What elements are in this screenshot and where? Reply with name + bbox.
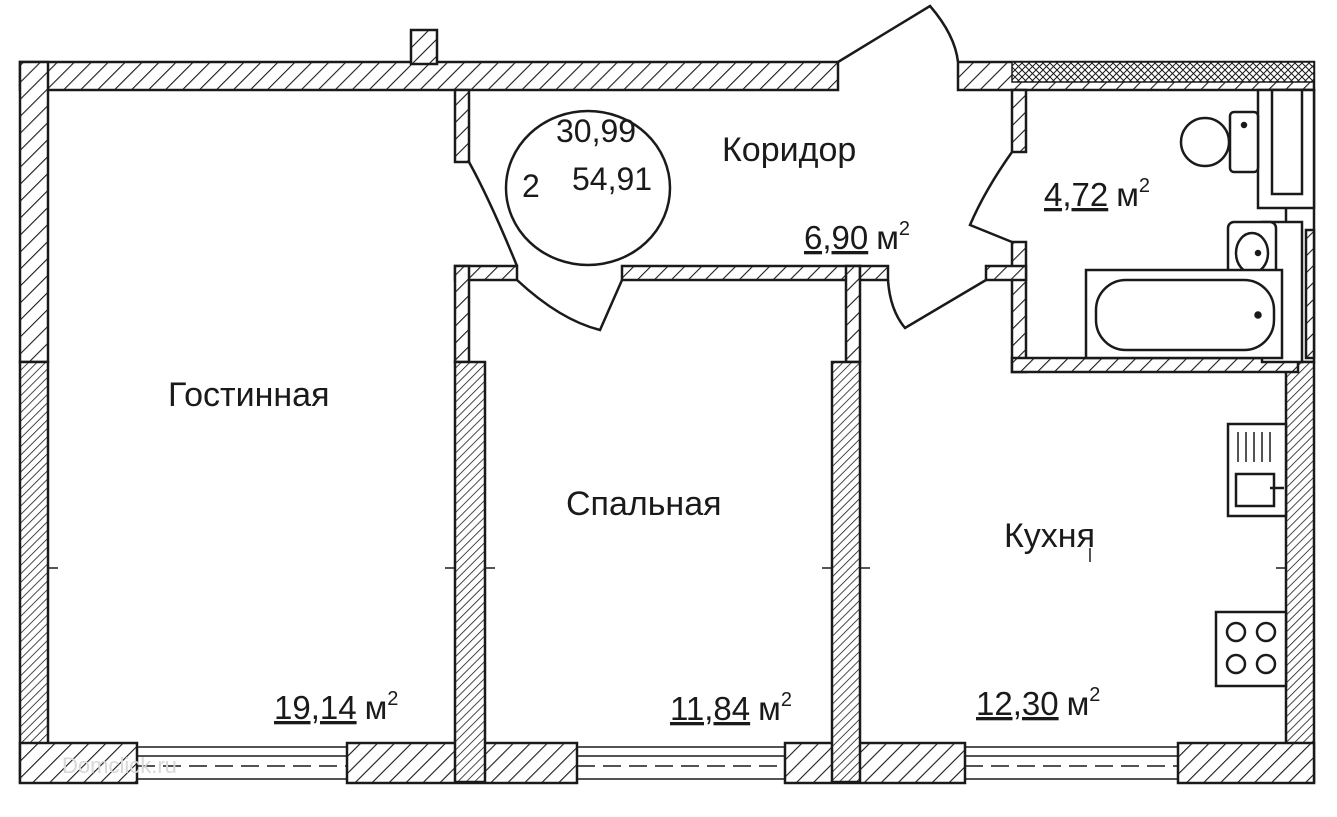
toilet-icon <box>1179 110 1260 174</box>
badge-total-area: 54,91 <box>572 161 652 197</box>
room-name-corridor: Коридор <box>722 131 856 169</box>
apartment-summary-badge: 30,99 2 54,91 <box>504 109 672 267</box>
room-name-bedroom: Спальная <box>566 485 722 523</box>
watermark: Domclick.ru <box>62 753 177 778</box>
room-name-living: Гостинная <box>168 376 329 414</box>
bathroom-top-strip <box>1011 61 1315 83</box>
windows <box>136 746 1179 780</box>
bathtub-icon <box>1084 268 1284 360</box>
washbasin-icon <box>1226 220 1278 286</box>
room-name-kitchen: Кухня <box>1004 517 1095 555</box>
badge-room-count: 2 <box>522 168 540 204</box>
badge-living-area: 30,99 <box>556 113 636 149</box>
sink-icon <box>1226 422 1288 518</box>
stove-icon <box>1214 610 1288 688</box>
tick-marks <box>48 548 1286 569</box>
doors <box>467 4 1014 332</box>
